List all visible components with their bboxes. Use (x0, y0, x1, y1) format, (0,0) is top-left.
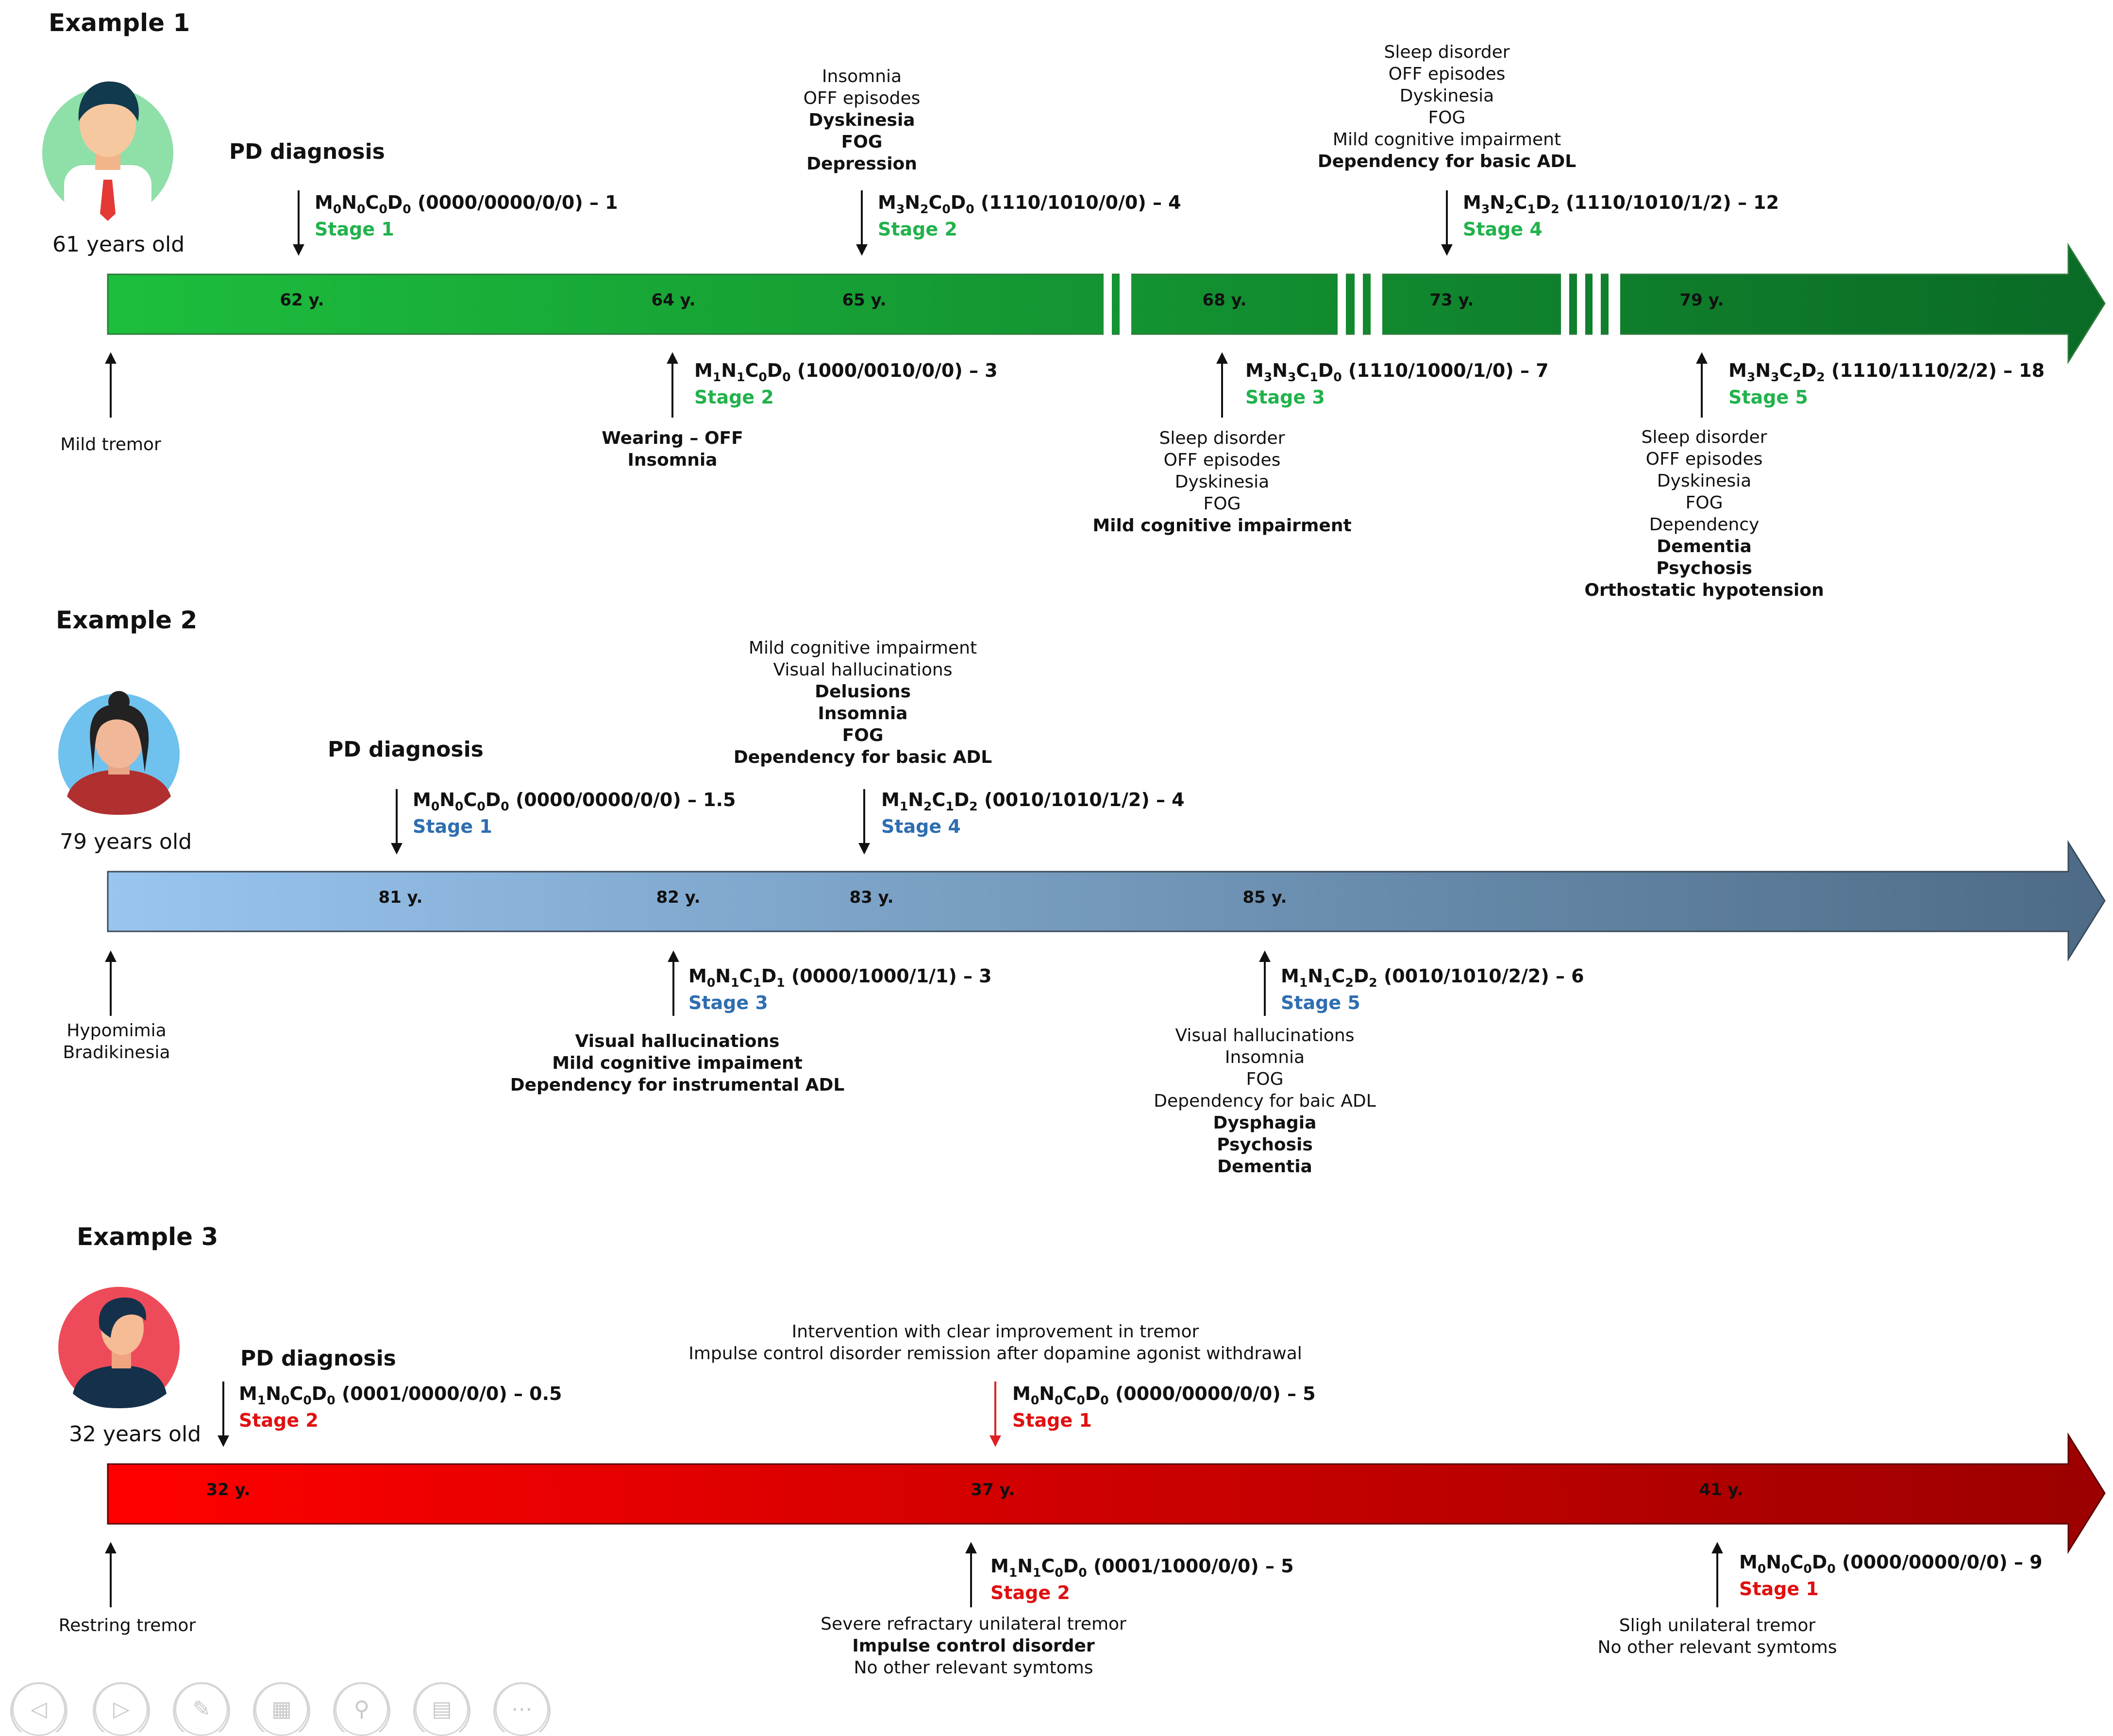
ex1-event-5-label: M3N2C1D2 (1110/1010/1/2) – 12 Stage 4 (1463, 190, 1779, 241)
ex1-event-4-symptoms: Sleep disorder OFF episodes Dyskinesia F… (1092, 428, 1352, 536)
example-1-diagnosis-label: PD diagnosis (229, 139, 385, 164)
ex1-first-symptom: Mild tremor (60, 435, 161, 455)
magnifier-icon[interactable]: ⚲ (335, 1683, 388, 1736)
ex1-event-3-label: M3N2C0D0 (1110/1010/0/0) – 4 Stage 2 (878, 190, 1181, 241)
example-1-title: Example 1 (49, 9, 190, 37)
stage-label: Stage 4 (881, 816, 961, 837)
avatar-woman-icon (58, 691, 180, 815)
stage-label: Stage 2 (878, 219, 957, 240)
ex2-event-arrows (105, 789, 1271, 1016)
ex1-event-1-label: M0N0C0D0 (0000/0000/0/0) – 1 Stage 1 (315, 190, 618, 241)
ex1-year-label: 64 y. (651, 290, 696, 310)
example-3-title: Example 3 (77, 1223, 218, 1251)
ex1-event-2-label: M1N1C0D0 (1000/0010/0/0) – 3 Stage 2 (694, 358, 998, 409)
ex1-year-label: 79 y. (1679, 290, 1724, 310)
ex2-year-label: 82 y. (656, 888, 701, 907)
ex2-timeline-arrow (107, 840, 2106, 962)
stage-label: Stage 4 (1463, 219, 1543, 240)
ex2-year-label: 85 y. (1242, 888, 1287, 907)
ex1-timeline-breaks (1104, 271, 1620, 338)
stage-label: Stage 1 (315, 219, 394, 240)
subtitles-icon[interactable]: ▤ (415, 1683, 469, 1736)
ex1-event-4-label: M3N3C1D0 (1110/1000/1/0) – 7 Stage 3 (1245, 358, 1549, 409)
example-3-diagnosis-label: PD diagnosis (240, 1346, 396, 1371)
ex3-year-label: 41 y. (1699, 1480, 1744, 1500)
stage-label: Stage 1 (1739, 1578, 1819, 1600)
ex3-event-3-label: M1N1C0D0 (0001/1000/0/0) – 5 Stage 2 (990, 1554, 1294, 1605)
ex3-event-arrows (105, 1382, 1723, 1607)
example-2-patient-age: 79 years old (60, 829, 192, 854)
ex3-event-2-label: M0N0C0D0 (0000/0000/0/0) – 5 Stage 1 (1012, 1382, 1316, 1433)
ex1-event-arrows (105, 190, 1708, 418)
chevron-left-icon[interactable]: ◁ (12, 1683, 66, 1736)
ex2-event-4-label: M1N1C2D2 (0010/1010/2/2) – 6 Stage 5 (1281, 964, 1584, 1015)
stage-label: Stage 2 (239, 1410, 319, 1431)
ex1-year-label: 68 y. (1202, 290, 1247, 310)
ex1-event-2-symptoms: Wearing – OFF Insomnia (602, 428, 743, 470)
stage-label: Stage 2 (694, 387, 774, 408)
stage-label: Stage 5 (1728, 387, 1808, 408)
ex3-event-4-symptoms: Sligh unilateral tremor No other relevan… (1597, 1616, 1837, 1657)
example-1-patient-age: 61 years old (52, 232, 185, 257)
ex1-year-label: 73 y. (1429, 290, 1474, 310)
slides-icon[interactable]: ▦ (255, 1683, 308, 1736)
ex2-year-label: 83 y. (849, 888, 894, 907)
avatar-man-icon (42, 81, 173, 221)
ex3-year-label: 32 y. (206, 1480, 251, 1500)
ex3-first-symptom: Restring tremor (58, 1616, 196, 1635)
avatar-young-man-icon (58, 1287, 180, 1408)
ex2-event-2-label: M0N1C1D1 (0000/1000/1/1) – 3 Stage 3 (688, 964, 992, 1015)
example-2-title: Example 2 (56, 606, 198, 634)
chevron-right-icon[interactable]: ▷ (95, 1683, 148, 1736)
stage-label: Stage 3 (1245, 387, 1325, 408)
ex3-year-label: 37 y. (971, 1480, 1015, 1500)
ex2-event-2-symptoms: Visual hallucinations Mild cognitive imp… (510, 1031, 845, 1095)
ex3-event-1-label: M1N0C0D0 (0001/0000/0/0) – 0.5 Stage 2 (239, 1382, 562, 1433)
ex1-year-label: 65 y. (842, 290, 887, 310)
ex3-event-4-label: M0N0C0D0 (0000/0000/0/0) – 9 Stage 1 (1739, 1550, 2043, 1601)
ex2-first-symptoms: Hypomimia Bradikinesia (63, 1021, 170, 1062)
ex2-event-1-label: M0N0C0D0 (0000/0000/0/0) – 1.5 Stage 1 (413, 788, 736, 839)
stage-label: Stage 3 (688, 992, 768, 1013)
stage-label: Stage 2 (990, 1582, 1070, 1603)
more-icon[interactable]: ⋯ (495, 1683, 549, 1736)
ex1-event-6-label: M3N3C2D2 (1110/1110/2/2) – 18 Stage 5 (1728, 358, 2045, 409)
ex1-event-3-symptoms: Insomnia OFF episodes Dyskinesia FOG Dep… (803, 67, 921, 174)
ex1-event-5-symptoms: Sleep disorder OFF episodes Dyskinesia F… (1317, 42, 1576, 171)
stage-label: Stage 5 (1281, 992, 1360, 1013)
pen-icon[interactable]: ✎ (175, 1683, 228, 1736)
stage-label: Stage 1 (413, 816, 492, 837)
ex1-year-label: 62 y. (280, 290, 324, 310)
ex2-event-4-symptoms: Visual hallucinations Insomnia FOG Depen… (1154, 1026, 1376, 1177)
ex2-event-3-label: M1N2C1D2 (0010/1010/1/2) – 4 Stage 4 (881, 788, 1185, 839)
ex3-event-3-symptoms: Severe refractary unilateral tremor Impu… (821, 1614, 1126, 1678)
example-2-diagnosis-label: PD diagnosis (328, 737, 484, 762)
ex3-timeline-arrow (107, 1432, 2106, 1554)
example-3-patient-age: 32 years old (69, 1422, 201, 1447)
stage-label: Stage 1 (1012, 1410, 1092, 1431)
ex3-event-2-notes: Intervention with clear improvement in t… (688, 1322, 1302, 1364)
ex2-event-3-symptoms: Mild cognitive impairment Visual halluci… (733, 638, 992, 767)
ex2-year-label: 81 y. (378, 888, 423, 907)
ex1-event-6-symptoms: Sleep disorder OFF episodes Dyskinesia F… (1584, 427, 1824, 600)
